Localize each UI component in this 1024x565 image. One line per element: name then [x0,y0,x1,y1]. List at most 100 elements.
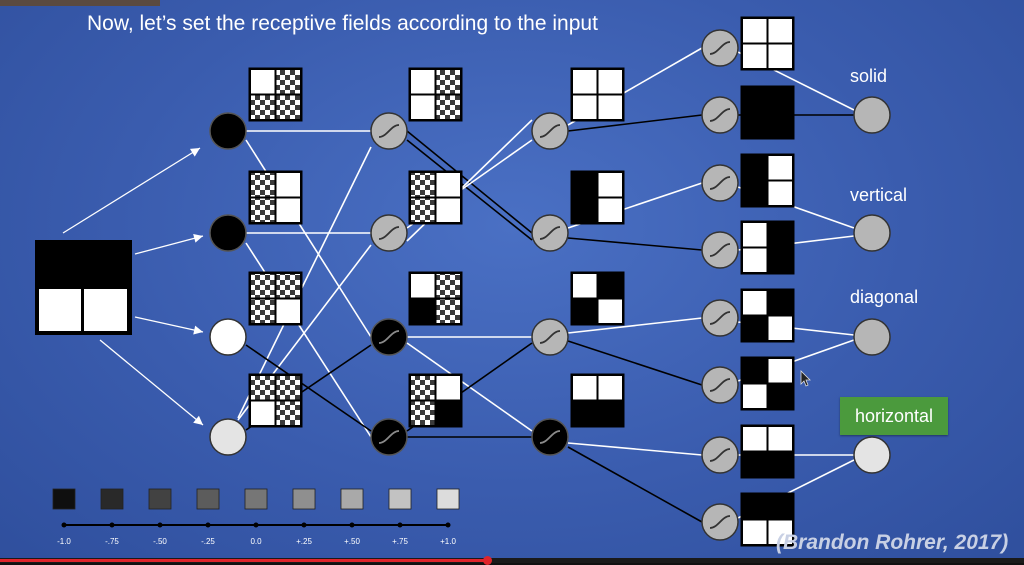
layer4-neuron [701,299,739,337]
scale-tick [253,522,259,528]
layer4-neuron [701,436,739,474]
sigmoid-icon [378,226,400,240]
layer2-neuron [370,214,408,252]
sigmoid-icon [709,515,731,529]
layer4-receptive-field [740,424,795,479]
scale-tick [205,522,211,528]
scale-swatch [292,488,316,510]
sigmoid-icon [378,124,400,138]
layer1-receptive-field [248,271,303,326]
scale-tick-label: -.75 [105,537,119,546]
input-arrow [62,147,201,234]
video-progress-bar[interactable] [0,556,1024,565]
sigmoid-icon [709,448,731,462]
scale-tick [61,522,67,528]
layer4-receptive-field [740,220,795,275]
layer3-neuron [531,214,569,252]
layer1-neuron [209,318,247,356]
sigmoid-icon [709,311,731,325]
sigmoid-icon [378,330,400,344]
scale-tick-label: -.50 [153,537,167,546]
layer1-neuron [209,112,247,150]
scale-swatch [52,488,76,510]
scale-tick-label: -1.0 [57,537,71,546]
connection-line [406,130,533,234]
layer4-receptive-field [740,356,795,411]
mouse-cursor-icon [800,370,811,387]
scale-swatch [196,488,220,510]
layer2-neuron [370,418,408,456]
layer4-receptive-field [740,288,795,343]
layer4-neuron [701,96,739,134]
scale-tick [157,522,163,528]
scale-tick-label: -.25 [201,537,215,546]
output-label-horizontal: horizontal [840,397,948,435]
layer3-receptive-field [570,373,625,428]
window-frame-edge [0,0,160,6]
output-neuron [853,96,891,134]
sigmoid-icon [709,378,731,392]
sigmoid-icon [539,226,561,240]
connection-line [237,146,372,419]
connection-line [567,237,703,251]
input-arrow [134,233,204,255]
scale-tick-label: +1.0 [440,537,456,546]
output-label-diagonal: diagonal [850,287,919,307]
layer4-receptive-field [740,153,795,208]
scale-tick-label: +.50 [344,537,360,546]
layer2-receptive-field [408,67,463,122]
scale-tick [397,522,403,528]
neurons [209,29,891,541]
connection-line [567,446,703,523]
layer4-receptive-field [740,492,795,547]
layer2-receptive-field [408,373,463,428]
layer2-neuron [370,112,408,150]
credit-text: (Brandon Rohrer, 2017) [776,531,1009,554]
progress-handle[interactable] [483,556,492,565]
layer1-receptive-field [248,170,303,225]
layer4-neuron [701,366,739,404]
input-arrow [99,339,204,426]
layer4-neuron [701,164,739,202]
layer1-neuron [209,418,247,456]
layer3-receptive-field [570,271,625,326]
input-arrow [134,316,204,335]
layer4-receptive-field [740,85,795,140]
scale-tick [301,522,307,528]
layer4-neuron [701,503,739,541]
sigmoid-icon [709,176,731,190]
sigmoid-icon [709,243,731,257]
output-neuron [853,214,891,252]
scale-swatch [100,488,124,510]
layer1-receptive-field [248,67,303,122]
sigmoid-icon [709,41,731,55]
slide-title: Now, let’s set the receptive fields acco… [87,12,598,35]
scale-swatch [148,488,172,510]
layer2-receptive-field [408,170,463,225]
layer1-receptive-field [248,373,303,428]
scale-tick-label: +.25 [296,537,312,546]
output-neuron [853,436,891,474]
sigmoid-icon [539,430,561,444]
connection-line [567,114,703,132]
sigmoid-icon [378,430,400,444]
layer3-receptive-field [570,170,625,225]
scale-swatch [436,488,460,510]
layer2-receptive-field [408,271,463,326]
scale-tick [445,522,451,528]
layer3-receptive-field [570,67,625,122]
connection-line [567,442,703,456]
scale-swatch [340,488,364,510]
connection-line [567,317,703,334]
sigmoid-icon [539,330,561,344]
progress-fill [0,559,488,562]
layer2-neuron [370,318,408,356]
scale-tick-label: 0.0 [250,537,262,546]
scale-tick [109,522,115,528]
connection-line [567,340,703,386]
output-label-vertical: vertical [850,185,908,205]
layer4-neuron [701,29,739,67]
